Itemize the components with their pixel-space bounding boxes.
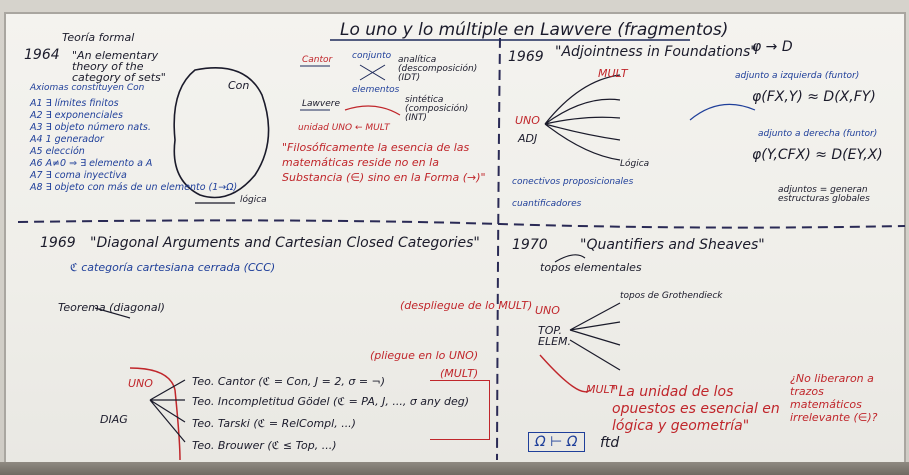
board-title: Lo uno y lo múltiple en Lawvere (fragmen… bbox=[340, 20, 729, 40]
con-label: Con bbox=[228, 79, 250, 92]
left-adjoint: adjunto a izquierda (funtor) bbox=[735, 71, 860, 81]
axiom: A5 elección bbox=[30, 146, 85, 157]
ftd-label: ftd bbox=[600, 435, 620, 451]
corner-note: Teoría formal bbox=[62, 31, 135, 44]
top-elem-label: TOP. ELEM. bbox=[538, 324, 572, 348]
axioms-header: Axiomas constituyen Con bbox=[30, 83, 145, 93]
mult-label-bl: (MULT) bbox=[440, 367, 479, 380]
sintetica-label: sintética (composición) (INT) bbox=[405, 95, 469, 123]
diag-note-2: (pliegue en lo UNO) bbox=[370, 349, 479, 362]
grothendieck-label: topos de Grothendieck bbox=[620, 291, 723, 301]
axiom: A3 ∃ objeto número nats. bbox=[30, 122, 151, 133]
ccc-label: ℭ categoría cartesiana cerrada (CCC) bbox=[70, 261, 276, 274]
axiom: A6 A≠0 ⇒ ∃ elemento a A bbox=[30, 158, 153, 169]
cantor-label: Cantor bbox=[302, 55, 333, 65]
uno-label-bl: UNO bbox=[128, 377, 153, 390]
whiteboard-ledge bbox=[0, 462, 909, 475]
teorema-diagonal: Teorema (diagonal) bbox=[58, 301, 165, 314]
year-1969a: 1969 bbox=[508, 49, 544, 65]
quote-1970: "La unidad de los opuestos es esencial e… bbox=[612, 384, 780, 434]
mult-label-br: MULT bbox=[586, 383, 616, 396]
year-1970: 1970 bbox=[512, 237, 548, 253]
note-irrelevante: ¿No liberaron a trazos matemáticos irrel… bbox=[790, 372, 878, 424]
teo-godel: Teo. Incompletitud Gödel (ℭ = PA, J, ...… bbox=[192, 395, 470, 408]
adjuntos-note: adjuntos = generan estructuras globales bbox=[778, 185, 870, 204]
analitica-label: analítica (descomposición) (IDT) bbox=[398, 55, 478, 83]
year-1969b: 1969 bbox=[40, 235, 76, 251]
elementos-label: elementos bbox=[352, 85, 400, 95]
paper-1964: "An elementary theory of the category of… bbox=[72, 49, 166, 84]
mult-label-tr: MULT bbox=[598, 67, 628, 80]
axiom: A1 ∃ límites finitos bbox=[30, 98, 119, 109]
logic-label: lógica bbox=[240, 195, 267, 205]
conectivos-label: conectivos proposicionales bbox=[512, 177, 634, 187]
whiteboard bbox=[4, 12, 906, 464]
axiom: A2 ∃ exponenciales bbox=[30, 110, 123, 121]
omega-box: Ω ⊢ Ω bbox=[528, 432, 585, 452]
mult-bracket bbox=[430, 380, 490, 440]
axiom: A7 ∃ coma inyectiva bbox=[30, 170, 127, 181]
uno-label-br: UNO bbox=[535, 304, 560, 317]
paper-1969b: "Diagonal Arguments and Cartesian Closed… bbox=[90, 235, 480, 251]
diag-label: DIAG bbox=[100, 413, 128, 426]
formula-left: φ(FX,Y) ≈ D(X,FY) bbox=[752, 89, 876, 105]
adj-label: ADJ bbox=[518, 132, 538, 145]
paper-1970: "Quantifiers and Sheaves" bbox=[580, 237, 765, 253]
formula-right: φ(Y,CFX) ≈ D(EY,X) bbox=[752, 147, 883, 163]
diag-note-1: (despliegue de lo MULT) bbox=[400, 299, 533, 312]
lawvere-label: Lawvere bbox=[302, 99, 340, 109]
formula-phi-d: φ → D bbox=[752, 39, 793, 55]
paper-1969a: "Adjointness in Foundations" bbox=[555, 44, 757, 60]
topos-elem: topos elementales bbox=[540, 261, 642, 274]
year-1964: 1964 bbox=[24, 47, 60, 63]
teo-cantor: Teo. Cantor (ℭ = Con, J = 2, σ = ¬) bbox=[192, 375, 386, 388]
conjunto-label: conjunto bbox=[352, 51, 392, 61]
unidad-label: unidad UNO ← MULT bbox=[298, 123, 390, 133]
teo-tarski: Teo. Tarski (ℭ = RelCompl, ...) bbox=[192, 417, 356, 430]
right-adjoint: adjunto a derecha (funtor) bbox=[758, 129, 878, 139]
axiom: A4 1 generador bbox=[30, 134, 104, 145]
logica-label: Lógica bbox=[620, 159, 650, 169]
teo-brouwer: Teo. Brouwer (ℭ ≤ Top, ...) bbox=[192, 439, 337, 452]
uno-label-tr: UNO bbox=[515, 114, 540, 127]
con-blob bbox=[173, 67, 270, 199]
quote-1964: "Filosóficamente la esencia de las matem… bbox=[282, 141, 486, 184]
axiom: A8 ∃ objeto con más de un elemento (1→Ω) bbox=[30, 182, 238, 193]
cuantificadores-label: cuantificadores bbox=[512, 199, 582, 209]
axioms-list: A1 ∃ límites finitos A2 ∃ exponenciales … bbox=[30, 98, 237, 194]
